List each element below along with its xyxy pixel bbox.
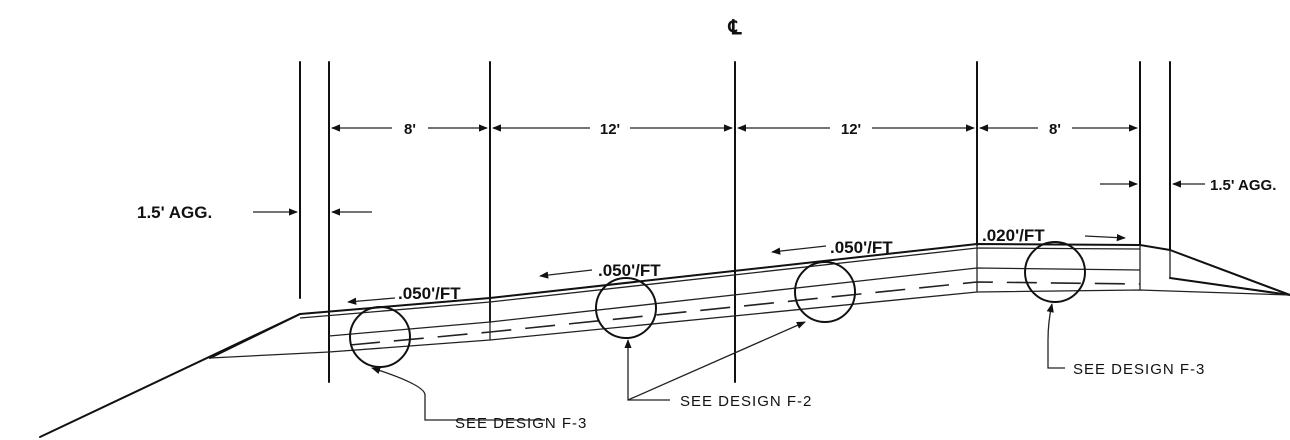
dim-shoulder-left: 8': [404, 121, 416, 138]
pavement-layers: [39, 242, 1290, 438]
right-foreslope: [1169, 249, 1290, 296]
callout-right-label: SEE DESIGN F-3: [1073, 361, 1205, 378]
slope-left-shoulder: .050'/FT: [398, 284, 461, 303]
detail-circle-center-right: [794, 261, 856, 323]
left-subgrade-slope: [209, 313, 301, 359]
callout-leader-center-b: [627, 321, 806, 401]
slope-arrow-left-lane: [539, 269, 593, 279]
base-bottom-left: [209, 351, 330, 359]
callout-leader-left: [371, 367, 545, 421]
callout-leader-right: [1046, 303, 1065, 369]
subbase-hidden-line: [349, 281, 1141, 346]
callout-center-label: SEE DESIGN F-2: [680, 393, 812, 410]
vertical-reference-lines: [299, 61, 1171, 383]
detail-circle-center-left: [595, 277, 657, 339]
slope-left-lane: .050'/FT: [598, 261, 661, 280]
dim-shoulder-right: 8': [1049, 121, 1061, 138]
detail-circle-right: [1024, 241, 1086, 303]
agg-left-label: 1.5' AGG.: [137, 203, 212, 222]
slope-arrow-left-shoulder: [347, 297, 396, 305]
callout-left-label: SEE DESIGN F-3: [455, 415, 587, 432]
agg-right-label: 1.5' AGG.: [1210, 177, 1276, 194]
slope-right-shoulder: .020'/FT: [982, 226, 1045, 245]
centerline-symbol: ℄: [728, 17, 743, 39]
detail-circle-left: [349, 306, 411, 368]
slope-arrow-right-lane: [771, 245, 827, 255]
dim-lane-right: 12': [841, 121, 861, 138]
dim-lane-left: 12': [600, 121, 620, 138]
right-subgrade-slope: [1169, 277, 1290, 296]
slope-arrow-right-shoulder: [1084, 233, 1126, 242]
slope-right-lane: .050'/FT: [830, 238, 893, 257]
